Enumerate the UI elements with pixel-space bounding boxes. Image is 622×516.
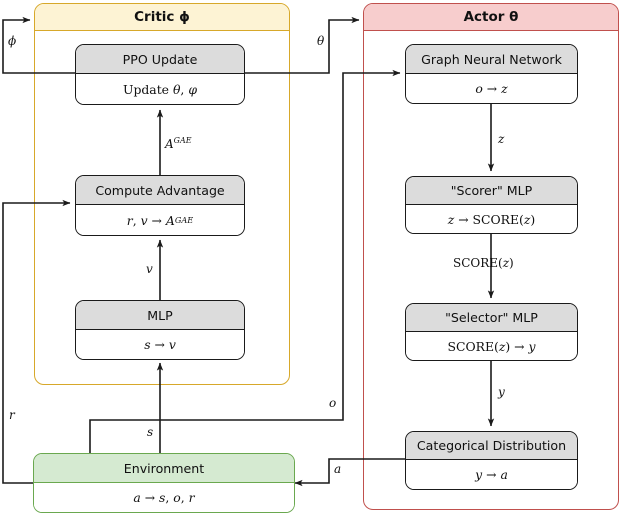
node-critic-mlp[interactable]: MLP s → v [75, 300, 245, 360]
node-scorer-mlp-title: "Scorer" MLP [406, 177, 577, 205]
node-environment-body: a → s, o, r [34, 483, 294, 512]
node-critic-mlp-body: s → v [76, 330, 244, 359]
node-critic-mlp-title: MLP [76, 301, 244, 330]
edge-o [89, 69, 401, 453]
node-environment[interactable]: Environment a → s, o, r [33, 453, 295, 513]
edge-r [2, 199, 71, 484]
node-compute-advantage-title: Compute Advantage [76, 176, 244, 205]
edge-a [294, 458, 405, 487]
node-gnn-body: o → z [406, 74, 577, 103]
edge-label-r: r [9, 408, 15, 422]
node-categorical-distribution-body: y → a [406, 460, 577, 489]
node-ppo-update-body: Update θ, φ [76, 74, 244, 104]
node-environment-title: Environment [34, 454, 294, 483]
edge-label-agae: AGAE [165, 136, 192, 151]
node-scorer-mlp-body: z → SCORE(z) [406, 205, 577, 233]
node-categorical-distribution[interactable]: Categorical Distribution y → a [405, 431, 578, 490]
actor-title: Actor θ [364, 4, 618, 31]
edge-label-a: a [334, 462, 342, 476]
edge-label-score-z: SCORE(z) [453, 256, 514, 270]
edge-label-v: v [146, 262, 153, 276]
edge-label-o: o [329, 396, 337, 410]
node-gnn-title: Graph Neural Network [406, 45, 577, 74]
edge-label-z: z [498, 132, 505, 146]
node-categorical-distribution-title: Categorical Distribution [406, 432, 577, 460]
node-ppo-update[interactable]: PPO Update Update θ, φ [75, 44, 245, 105]
node-selector-mlp-title: "Selector" MLP [406, 304, 577, 332]
critic-title: Critic ϕ [35, 4, 289, 31]
node-scorer-mlp[interactable]: "Scorer" MLP z → SCORE(z) [405, 176, 578, 234]
edge-label-s: s [147, 425, 154, 439]
edge-phi [2, 16, 75, 74]
node-gnn[interactable]: Graph Neural Network o → z [405, 44, 578, 104]
node-selector-mlp-body: SCORE(z) → y [406, 332, 577, 360]
node-ppo-update-title: PPO Update [76, 45, 244, 74]
edge-label-theta: θ [317, 34, 325, 48]
edge-theta [245, 16, 360, 74]
edge-label-y: y [498, 385, 505, 399]
node-selector-mlp[interactable]: "Selector" MLP SCORE(z) → y [405, 303, 578, 361]
edge-label-phi: ϕ [8, 34, 17, 48]
